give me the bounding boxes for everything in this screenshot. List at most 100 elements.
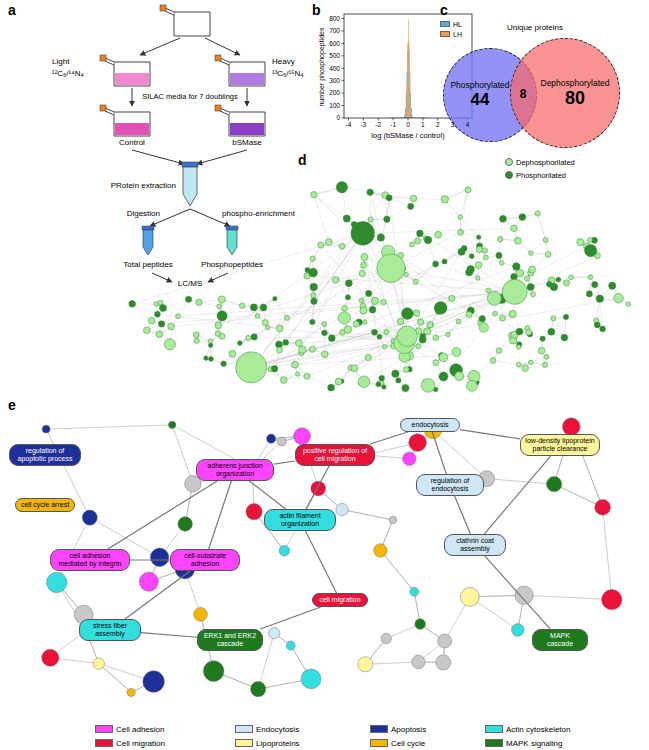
map-dot — [460, 587, 479, 606]
map-dot — [246, 504, 262, 520]
map-line — [524, 595, 612, 599]
legend-text: Cell cycle — [391, 739, 425, 748]
network-dot — [379, 375, 385, 381]
network-dot — [156, 331, 163, 338]
network-line — [370, 192, 372, 219]
map-dot — [93, 658, 104, 669]
network-dot — [594, 322, 600, 328]
network-line — [461, 190, 468, 233]
map-dot — [42, 425, 50, 433]
term-node: MAPK cascade — [532, 629, 588, 651]
network-dot — [588, 275, 593, 280]
term-node: regulation of apoptotic process — [9, 444, 81, 466]
legend-text: Lipoproteins — [256, 739, 300, 748]
tick-mark — [342, 18, 345, 19]
tick-mark — [348, 118, 349, 121]
network-dot — [266, 325, 270, 329]
network-dot — [417, 230, 424, 237]
network-line — [251, 283, 349, 367]
term-label: stress fiber assembly — [84, 622, 136, 638]
network-dot — [359, 298, 364, 303]
tick-label: 1 — [421, 121, 425, 128]
tick-label: 100 — [329, 102, 340, 109]
text-label: 8 — [520, 88, 527, 102]
network-line — [251, 195, 385, 367]
network-dot — [540, 336, 545, 341]
legend-item: Endocytosis — [235, 725, 299, 734]
network-line — [363, 233, 452, 298]
network-dot — [358, 376, 370, 388]
network-dot — [428, 322, 434, 328]
network-dot — [433, 335, 439, 341]
network-dot — [311, 298, 317, 304]
network-dot — [322, 330, 328, 336]
network-line — [162, 292, 515, 324]
tick-mark — [342, 80, 345, 81]
legend-item: Cell cycle — [370, 739, 425, 748]
network-line — [280, 233, 363, 350]
text-label: ¹³C₆/¹⁵N₄ — [272, 69, 304, 78]
network-dot — [466, 312, 472, 318]
flask-icon — [215, 55, 265, 86]
map-line — [380, 550, 414, 591]
network-line — [286, 233, 363, 342]
network-line — [389, 198, 411, 207]
similarity-link — [485, 556, 550, 629]
network-dot — [458, 248, 465, 255]
network-dot — [465, 187, 471, 193]
network-dot — [500, 215, 507, 222]
map-dot — [194, 608, 208, 622]
term-node: endocytosis — [400, 418, 460, 432]
network-dot — [155, 311, 161, 317]
network-dot — [420, 333, 426, 339]
network-dot — [476, 235, 480, 239]
network-dot — [516, 345, 521, 350]
network-dot — [513, 263, 520, 270]
network-dot — [526, 329, 532, 335]
network-dot — [194, 338, 199, 343]
legend-text: Cell adhesion — [116, 725, 164, 734]
network-dot — [482, 248, 487, 253]
text-label: Light — [52, 57, 69, 66]
network-dot — [239, 303, 245, 309]
network-dot — [516, 362, 521, 367]
network-dot — [496, 252, 502, 258]
network-dot — [614, 293, 624, 303]
map-line — [487, 479, 555, 484]
network-dot — [158, 321, 164, 327]
network-dot — [381, 299, 386, 304]
network-dot — [345, 280, 352, 287]
map-dot — [46, 572, 67, 593]
text-label: phospho-enrichment — [222, 209, 295, 218]
network-dot — [209, 357, 214, 362]
network-dot — [143, 327, 150, 334]
network-dot — [548, 328, 555, 335]
network-dot — [577, 239, 584, 246]
network-dot — [529, 266, 536, 273]
network-dot — [251, 334, 257, 340]
network-dot — [283, 340, 289, 346]
map-dot — [602, 589, 622, 609]
network-dot — [309, 346, 315, 352]
network-line — [163, 299, 189, 308]
map-dot — [336, 503, 348, 515]
panel-letter: b — [312, 2, 321, 18]
network-line — [363, 233, 520, 331]
map-dot — [127, 688, 135, 696]
legend-item: Cell migration — [95, 739, 165, 748]
network-dot — [522, 365, 529, 372]
network-dot — [561, 334, 568, 341]
network-dot — [365, 354, 371, 360]
flask-icon — [160, 5, 210, 36]
text-label: PRotein extraction — [111, 181, 176, 190]
network-line — [391, 268, 482, 318]
network-dot — [545, 251, 551, 257]
network-dot — [368, 217, 373, 222]
network-line — [571, 277, 590, 278]
network-dot — [218, 296, 225, 303]
similarity-link — [125, 571, 190, 619]
network-line — [314, 233, 363, 301]
term-label: ERK1 and ERK2 cascade — [202, 632, 258, 648]
similarity-link — [484, 456, 550, 534]
